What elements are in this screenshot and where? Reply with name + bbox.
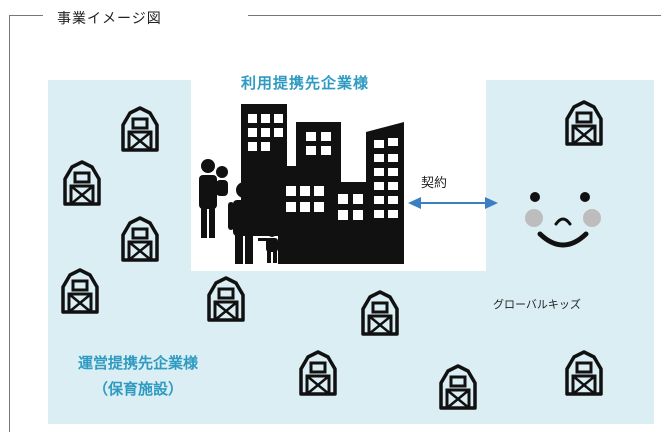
contract-label: 契約 xyxy=(421,176,448,191)
barn-icon xyxy=(562,350,606,396)
barn-icon xyxy=(58,268,102,314)
operator-label-line1: 運営提携先企業様 xyxy=(77,354,198,372)
office-buildings-icon xyxy=(241,104,404,264)
barn-icon xyxy=(296,350,340,396)
barn-icon xyxy=(118,216,162,262)
smiley-face-logo xyxy=(525,192,601,248)
barn-icon xyxy=(118,106,162,152)
barn-icon xyxy=(204,276,248,322)
barn-icon xyxy=(562,100,606,146)
company-name: グローバルキッズ xyxy=(493,298,581,311)
diagram-title: 事業イメージ図 xyxy=(57,11,162,27)
barn-icon xyxy=(436,364,480,410)
family-icon xyxy=(199,159,278,264)
barn-icon xyxy=(358,290,402,336)
frame-left-line xyxy=(9,15,10,432)
client-company-label: 利用提携先企業様 xyxy=(241,74,370,92)
barn-icon xyxy=(60,160,104,206)
frame-top-left-line xyxy=(9,15,43,16)
contract-arrow-icon xyxy=(408,197,498,209)
operator-label: 運営提携先企業様 （保育施設） xyxy=(58,350,218,402)
frame-top-right-line xyxy=(248,15,661,16)
operator-label-line2: （保育施設） xyxy=(92,380,183,398)
